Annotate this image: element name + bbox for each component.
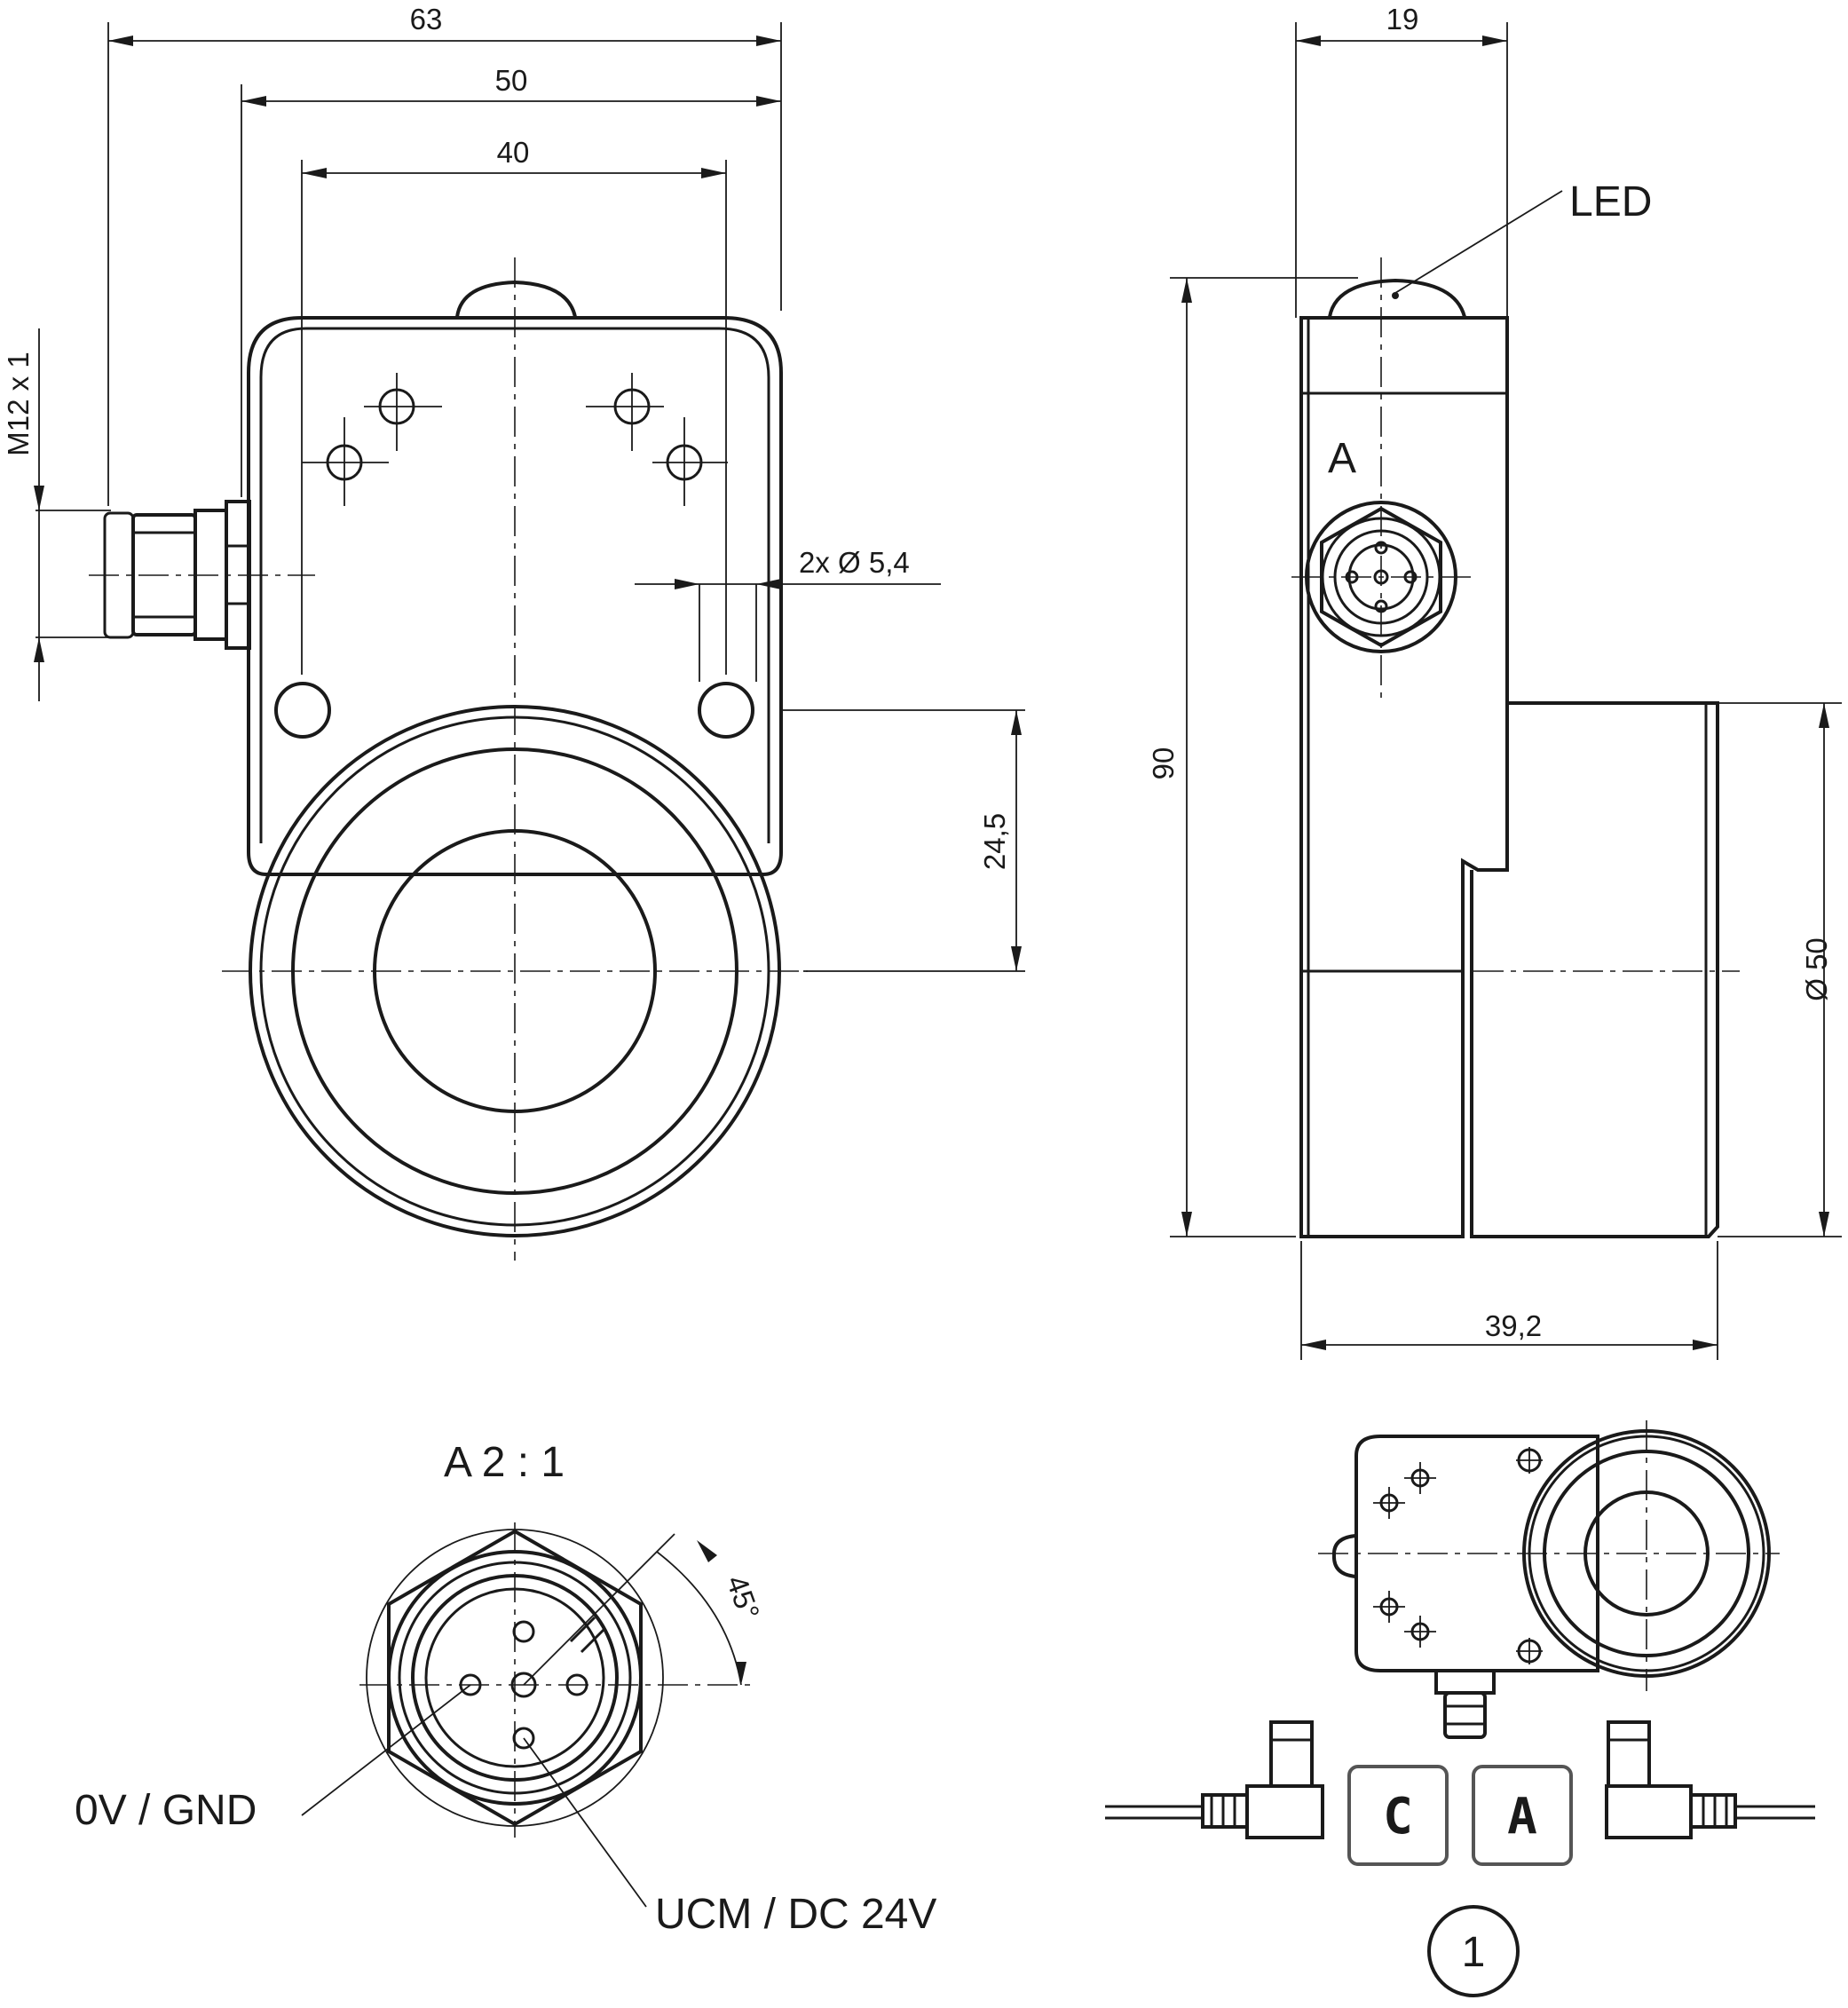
- front-housing-inner: [259, 327, 770, 843]
- item-number: 1: [1462, 1929, 1486, 1976]
- pin-label-ucm: UCM / DC 24V: [655, 1891, 936, 1938]
- front-dimensions: [34, 22, 1025, 972]
- pin-label-gnd: 0V / GND: [75, 1787, 257, 1834]
- led-dome-front: [455, 280, 577, 318]
- small-top-view: [1318, 1420, 1780, 1739]
- cable-c-box: [1347, 1765, 1449, 1866]
- dim-63: 63: [410, 3, 443, 36]
- led-label: LED: [1569, 178, 1652, 225]
- dim-dia50: Ø 50: [1800, 937, 1833, 1001]
- mounting-hole-large: [274, 682, 331, 739]
- detail-title: A 2 : 1: [444, 1439, 565, 1486]
- dim-39-2: 39,2: [1485, 1309, 1542, 1342]
- dim-24-5: 24,5: [978, 813, 1011, 870]
- angle-label: 45°: [720, 1571, 766, 1625]
- side-view: [1291, 257, 1740, 1238]
- cable-c-label: C: [1383, 1788, 1413, 1846]
- cable-a-box: [1472, 1765, 1573, 1866]
- dim-50: 50: [495, 64, 528, 97]
- led-dome-side: [1328, 278, 1466, 318]
- front-housing-outline: [247, 316, 783, 876]
- hole-crosshairs: [302, 373, 728, 506]
- side-housing-outline: [1299, 316, 1509, 1238]
- detail-view: [301, 1522, 754, 1908]
- cable-a-label: A: [1507, 1788, 1537, 1846]
- mounting-hole-large: [698, 682, 754, 739]
- detail-marker: A: [1328, 435, 1356, 482]
- holes-label: 2x Ø 5,4: [799, 546, 910, 579]
- cable-connector-left: [1105, 1720, 1324, 1839]
- side-dimensions: [1170, 22, 1842, 1360]
- thread-label: M12 x 1: [2, 352, 35, 455]
- dim-40: 40: [497, 136, 530, 169]
- dim-19: 19: [1386, 3, 1419, 36]
- cable-connector-right: [1605, 1720, 1815, 1839]
- side-ring-body: [1470, 701, 1719, 1238]
- dim-90: 90: [1147, 747, 1180, 780]
- item-number-circle: [1427, 1905, 1520, 1997]
- front-view: [89, 257, 808, 1261]
